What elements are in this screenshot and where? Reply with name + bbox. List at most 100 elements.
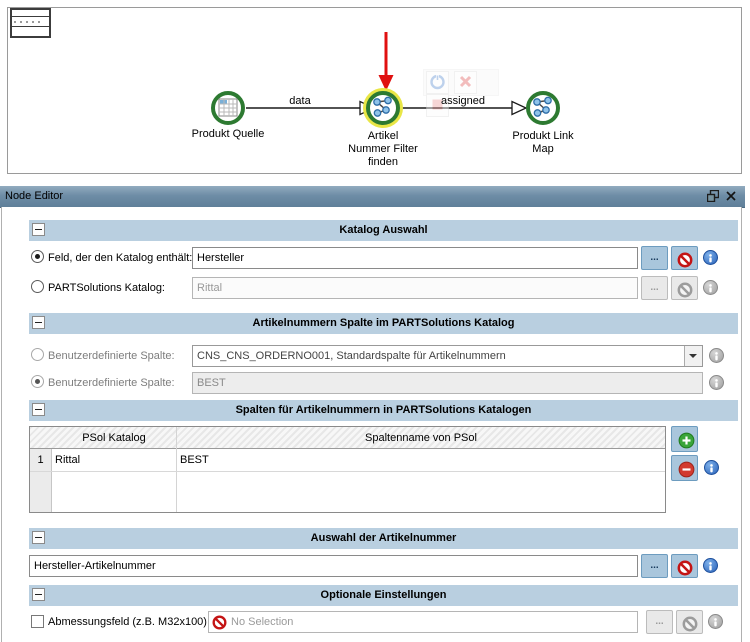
edge-label-assigned: assigned [440, 95, 486, 107]
artikelnummer-input[interactable] [29, 555, 638, 577]
section-header-katalog-auswahl: Katalog Auswahl [29, 220, 738, 241]
row-standardspalte: Benutzerdefinierte Spalte: CNS_CNS_ORDER… [2, 344, 743, 368]
spalte-dropdown[interactable]: CNS_CNS_ORDERNO001, Standardspalte für A… [192, 345, 703, 367]
node-label-map-line1: Produkt Link [512, 130, 574, 142]
radio-partsolutions-katalog[interactable] [31, 280, 44, 293]
workflow-edges [246, 32, 528, 116]
close-panel-icon[interactable] [725, 190, 737, 202]
minimap-row [12, 10, 49, 17]
stop-icon [432, 99, 443, 110]
minimap[interactable] [10, 8, 51, 38]
row-feld-katalog: Feld, der den Katalog enthält: ... [2, 246, 743, 270]
radio-label: Benutzerdefinierte Spalte: [48, 377, 175, 389]
node-label-artikel-line1: Artikel [367, 130, 399, 142]
column-header-spaltenname[interactable]: Spaltenname von PSol [365, 432, 477, 444]
collapse-icon[interactable] [32, 403, 45, 416]
plus-icon [678, 432, 695, 449]
column-divider[interactable] [176, 427, 177, 512]
partsolutions-katalog-input [192, 277, 638, 299]
radio-feld-katalog[interactable] [31, 250, 44, 263]
panel-title: Node Editor [5, 190, 64, 202]
dropdown-value: CNS_CNS_ORDERNO001, Standardspalte für A… [197, 350, 506, 362]
node-action-toolbar [423, 69, 499, 117]
node-artikel-nummer-filter[interactable] [366, 91, 400, 125]
browse-button[interactable]: ... [641, 554, 668, 578]
cancel-node-button[interactable] [454, 71, 478, 94]
no-entry-icon [677, 252, 692, 267]
node-editor-titlebar: Node Editor [0, 186, 745, 208]
katalog-feld-input[interactable] [192, 247, 638, 269]
clear-button[interactable] [671, 246, 698, 270]
close-icon [460, 75, 472, 88]
node-produkt-quelle[interactable] [211, 91, 245, 125]
column-header-psol-katalog[interactable]: PSol Katalog [82, 432, 146, 444]
clear-button[interactable] [671, 554, 698, 578]
row-number: 1 [37, 454, 44, 466]
row-benutzerdefinierte-spalte: Benutzerdefinierte Spalte: [2, 371, 743, 395]
remove-row-button[interactable] [671, 455, 698, 481]
info-icon-disabled [709, 375, 724, 390]
radio-standardspalte [31, 348, 44, 361]
row-abmessungsfeld: Abmessungsfeld (z.B. M32x100): No Select… [2, 610, 743, 634]
section-header-spalten-tabelle: Spalten für Artikelnummern in PARTSoluti… [29, 400, 738, 421]
section-title: Spalten für Artikelnummern in PARTSoluti… [235, 404, 532, 416]
table-header-row: PSol Katalog Spaltenname von PSol [30, 427, 665, 449]
collapse-icon[interactable] [32, 531, 45, 544]
checkbox-label: Abmessungsfeld (z.B. M32x100): [48, 616, 211, 628]
node-label-map-line2: Map [532, 143, 554, 155]
section-title: Optionale Einstellungen [320, 589, 447, 601]
info-icon-disabled [709, 348, 724, 363]
radio-benutzerdefinierte-spalte [31, 375, 44, 388]
info-icon[interactable] [703, 250, 718, 265]
collapse-icon[interactable] [32, 223, 45, 236]
browse-button-disabled: ... [641, 276, 668, 300]
info-icon[interactable] [704, 460, 719, 475]
node-editor-panel: Katalog Auswahl Feld, der den Katalog en… [1, 207, 742, 642]
info-icon-disabled [708, 614, 723, 629]
row-partsolutions-katalog: PARTSolutions Katalog: ... [2, 276, 743, 300]
minus-icon [678, 461, 695, 478]
section-title: Katalog Auswahl [339, 224, 428, 236]
abmessungsfeld-checkbox[interactable] [31, 615, 44, 628]
collapse-icon[interactable] [32, 588, 45, 601]
cell-psol-katalog[interactable]: Rittal [55, 454, 81, 466]
run-node-button[interactable] [426, 71, 449, 94]
clear-button-disabled [676, 610, 703, 634]
selection-placeholder: No Selection [231, 616, 294, 628]
no-entry-icon [682, 616, 697, 631]
float-window-icon[interactable] [706, 189, 720, 203]
minimap-content [12, 17, 49, 27]
collapse-icon[interactable] [32, 316, 45, 329]
power-icon [430, 74, 445, 90]
clear-button-disabled [671, 276, 698, 300]
spalten-table: PSol Katalog Spaltenname von PSol 1 Ritt… [29, 426, 666, 513]
chevron-down-icon[interactable] [684, 346, 702, 366]
workflow-canvas[interactable]: Produkt Quelle Artikel Nummer Filter fin… [7, 7, 742, 174]
network-icon [533, 96, 552, 117]
red-annotation-arrow [378, 32, 394, 91]
node-label-artikel-line3: finden [368, 156, 398, 168]
benutzerdefinierte-spalte-input [192, 372, 703, 394]
cell-spaltenname[interactable]: BEST [180, 454, 209, 466]
browse-button[interactable]: ... [641, 246, 668, 270]
table-row[interactable]: 1 Rittal BEST [30, 449, 665, 472]
node-label-artikel-line2: Nummer Filter [348, 143, 418, 155]
no-entry-icon [677, 560, 692, 575]
no-entry-icon [677, 282, 692, 297]
add-row-button[interactable] [671, 426, 698, 452]
table-icon [218, 98, 238, 117]
section-title: Artikelnummern Spalte im PARTSolutions K… [252, 317, 515, 329]
edge-label-data: data [289, 95, 311, 107]
node-label-produkt-quelle: Produkt Quelle [191, 128, 265, 140]
stop-node-button[interactable] [426, 94, 449, 117]
section-header-auswahl-artikelnummer: Auswahl der Artikelnummer [29, 528, 738, 549]
node-produkt-link-map[interactable] [526, 91, 560, 125]
section-header-artikelnummern-spalte: Artikelnummern Spalte im PARTSolutions K… [29, 313, 738, 334]
section-title: Auswahl der Artikelnummer [310, 532, 457, 544]
abmessungsfeld-selection[interactable]: No Selection [208, 611, 638, 633]
row-artikelnummer: ... [2, 554, 743, 578]
info-icon[interactable] [703, 558, 718, 573]
network-icon [373, 96, 392, 117]
browse-button-disabled: ... [646, 610, 673, 634]
